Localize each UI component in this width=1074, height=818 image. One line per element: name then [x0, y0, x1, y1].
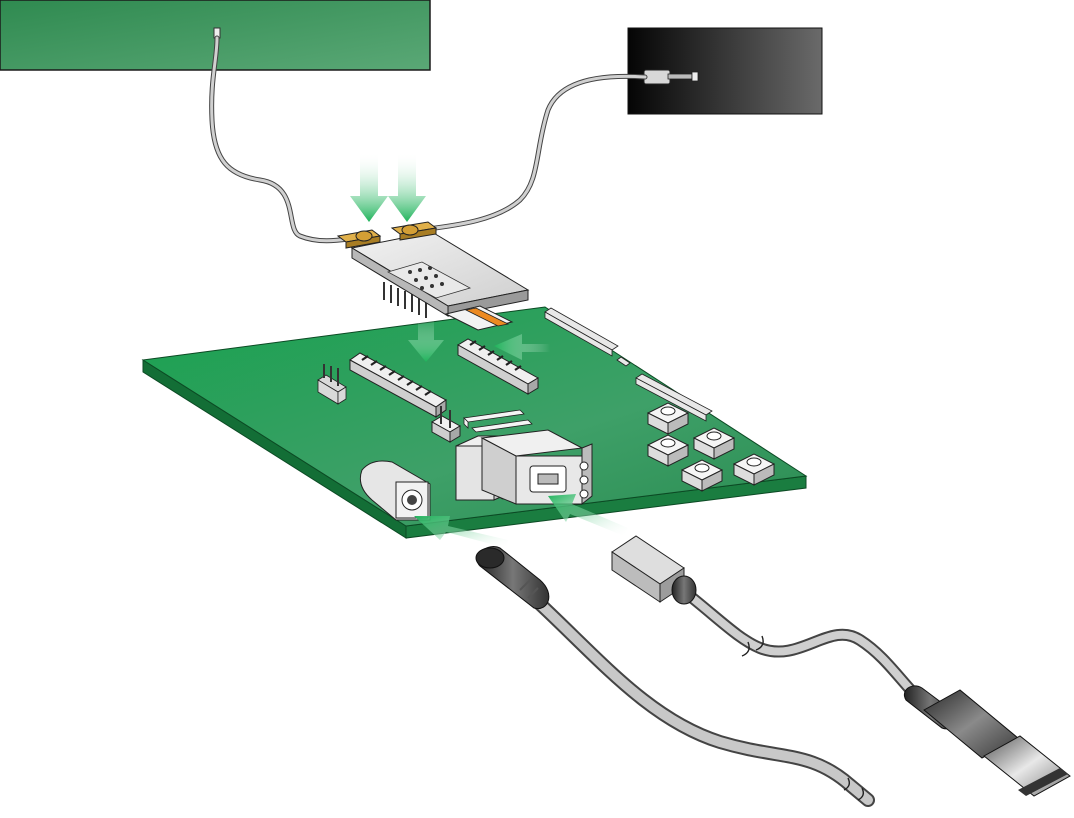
- push-button: [732, 453, 776, 486]
- push-button: [692, 427, 736, 460]
- usb-b-connector: [480, 429, 593, 506]
- usb-cable: [611, 535, 1071, 797]
- push-button: [646, 434, 690, 467]
- push-button: [646, 402, 690, 435]
- module-insert-arrow: [408, 318, 444, 362]
- antenna-connector-right: [390, 221, 438, 241]
- power-plug-arrow: [414, 516, 508, 548]
- jumper-header: [317, 364, 347, 405]
- antenna-cable-right: [417, 73, 648, 233]
- push-button: [680, 459, 724, 492]
- power-plug-cable: [475, 546, 875, 807]
- push-buttons: [646, 402, 776, 492]
- carrier-board: [141, 306, 808, 539]
- radio-module: [336, 221, 530, 318]
- antenna-cable-left: [209, 35, 358, 244]
- component-row: [463, 409, 533, 433]
- edge-header-row: [544, 307, 713, 422]
- antenna-connector-left: [336, 229, 382, 249]
- usb-side-pins: [579, 443, 593, 506]
- dipole-antenna: [627, 27, 823, 115]
- two-pin-connector: [431, 406, 461, 443]
- header-socket-right: [457, 338, 539, 395]
- flex-insert-arrow: [494, 334, 550, 360]
- header-socket-left: [349, 352, 447, 418]
- usb-plug-arrow: [548, 494, 628, 536]
- antenna-connect-arrow-2: [388, 152, 426, 222]
- antenna-connect-arrow-1: [350, 152, 388, 222]
- flex-cable: [444, 305, 514, 331]
